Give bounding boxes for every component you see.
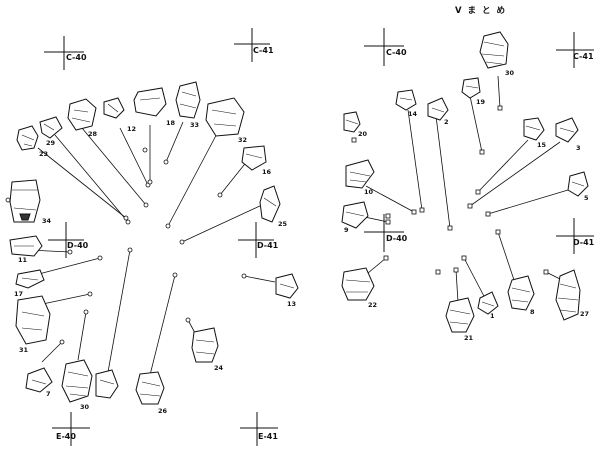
label-r21: 21 xyxy=(464,334,474,342)
artifact-12 xyxy=(104,98,124,118)
refit-lines-right xyxy=(360,76,568,302)
label-r20: 20 xyxy=(358,130,368,138)
label-26: 26 xyxy=(158,407,168,415)
label-7: 7 xyxy=(46,390,51,398)
label-29: 29 xyxy=(46,139,56,147)
artifact-7 xyxy=(26,368,52,392)
artifacts-left xyxy=(10,82,298,404)
label-24: 24 xyxy=(214,364,224,372)
find-spots-right xyxy=(352,106,548,274)
grid-label-d41-left: D-41 xyxy=(257,241,279,250)
grid-cross-d40-left xyxy=(48,222,84,258)
grid-label-d40-right: D-40 xyxy=(386,234,408,243)
artifact-r8 xyxy=(508,276,534,310)
artifact-28 xyxy=(68,99,96,130)
artifact-r3 xyxy=(556,118,578,142)
artifact-29 xyxy=(40,117,62,138)
artifact-11 xyxy=(10,236,42,256)
grid-label-e40: E-40 xyxy=(56,432,76,441)
artifact-30b xyxy=(96,370,118,398)
artifact-r21 xyxy=(446,298,474,332)
label-r14: 14 xyxy=(408,110,418,118)
artifact-26 xyxy=(136,372,164,404)
label-32: 32 xyxy=(238,136,247,144)
grid-cross-d41-right xyxy=(556,218,594,254)
label-30-left: 30 xyxy=(80,403,90,411)
artifact-16 xyxy=(242,146,266,170)
label-r8: 8 xyxy=(530,308,535,316)
artifact-30 xyxy=(62,360,92,402)
label-r2: 2 xyxy=(444,118,449,126)
artifact-13 xyxy=(276,274,298,298)
label-23: 23 xyxy=(39,150,48,158)
grid-label-c41-right: C-41 xyxy=(573,52,594,61)
label-r1: 1 xyxy=(490,312,495,320)
artifact-25 xyxy=(260,186,280,222)
label-r19: 19 xyxy=(476,98,486,106)
grid-cross-c41-left xyxy=(234,28,270,62)
label-33: 33 xyxy=(190,121,199,129)
artifact-23 xyxy=(17,126,38,150)
artifact-r27 xyxy=(556,270,580,320)
artifact-31 xyxy=(16,296,50,344)
artifact-r14 xyxy=(396,90,416,110)
grid-cross-c40-right xyxy=(364,28,404,66)
artifact-24 xyxy=(192,328,218,362)
grid-label-c40-left: C-40 xyxy=(66,53,87,62)
label-r10: 10 xyxy=(364,188,374,196)
label-16: 16 xyxy=(262,168,272,176)
refit-lines-left xyxy=(28,122,275,375)
label-25: 25 xyxy=(278,220,288,228)
grid-label-d41-right: D-41 xyxy=(573,238,595,247)
label-r9: 9 xyxy=(344,226,349,234)
label-r15: 15 xyxy=(537,141,547,149)
artifact-32 xyxy=(206,98,244,136)
artifact-r30 xyxy=(480,32,508,68)
artifact-r19 xyxy=(462,78,480,98)
artifact-33 xyxy=(176,82,200,118)
grid-cross-c41-right xyxy=(556,32,594,68)
grid-label-c40-right: C-40 xyxy=(386,48,407,57)
label-17: 17 xyxy=(14,290,23,298)
artifact-r22 xyxy=(342,268,374,300)
artifact-r9 xyxy=(342,202,368,228)
grid-cross-d40-right xyxy=(364,214,404,252)
grid-label-d40-left: D-40 xyxy=(67,241,89,250)
artifact-r2 xyxy=(428,98,448,120)
artifacts-right xyxy=(342,32,588,332)
label-r30: 30 xyxy=(505,69,515,77)
artifact-r10 xyxy=(346,160,374,188)
label-r22: 22 xyxy=(368,301,377,309)
label-31: 31 xyxy=(19,346,29,354)
label-r27: 27 xyxy=(580,310,589,318)
artifact-r5 xyxy=(568,172,588,196)
section-heading: Ⅴ ま と め xyxy=(455,6,506,16)
artifact-r15 xyxy=(524,118,544,140)
label-r5: 5 xyxy=(584,194,589,202)
artifact-r1 xyxy=(478,292,498,314)
artifact-17 xyxy=(16,270,44,288)
grid-label-e41: E-41 xyxy=(258,432,278,441)
grid-label-c41-left: C-41 xyxy=(253,46,274,55)
label-34: 34 xyxy=(42,217,52,225)
label-12: 12 xyxy=(127,125,136,133)
label-13: 13 xyxy=(287,300,296,308)
label-28: 28 xyxy=(88,130,98,138)
artifact-34 xyxy=(10,180,40,222)
label-11: 11 xyxy=(18,256,28,264)
label-r3: 3 xyxy=(576,144,581,152)
grid-cross-d41-left xyxy=(238,222,274,258)
artifact-18 xyxy=(134,88,166,116)
label-18: 18 xyxy=(166,119,176,127)
artifact-r20 xyxy=(344,112,360,132)
